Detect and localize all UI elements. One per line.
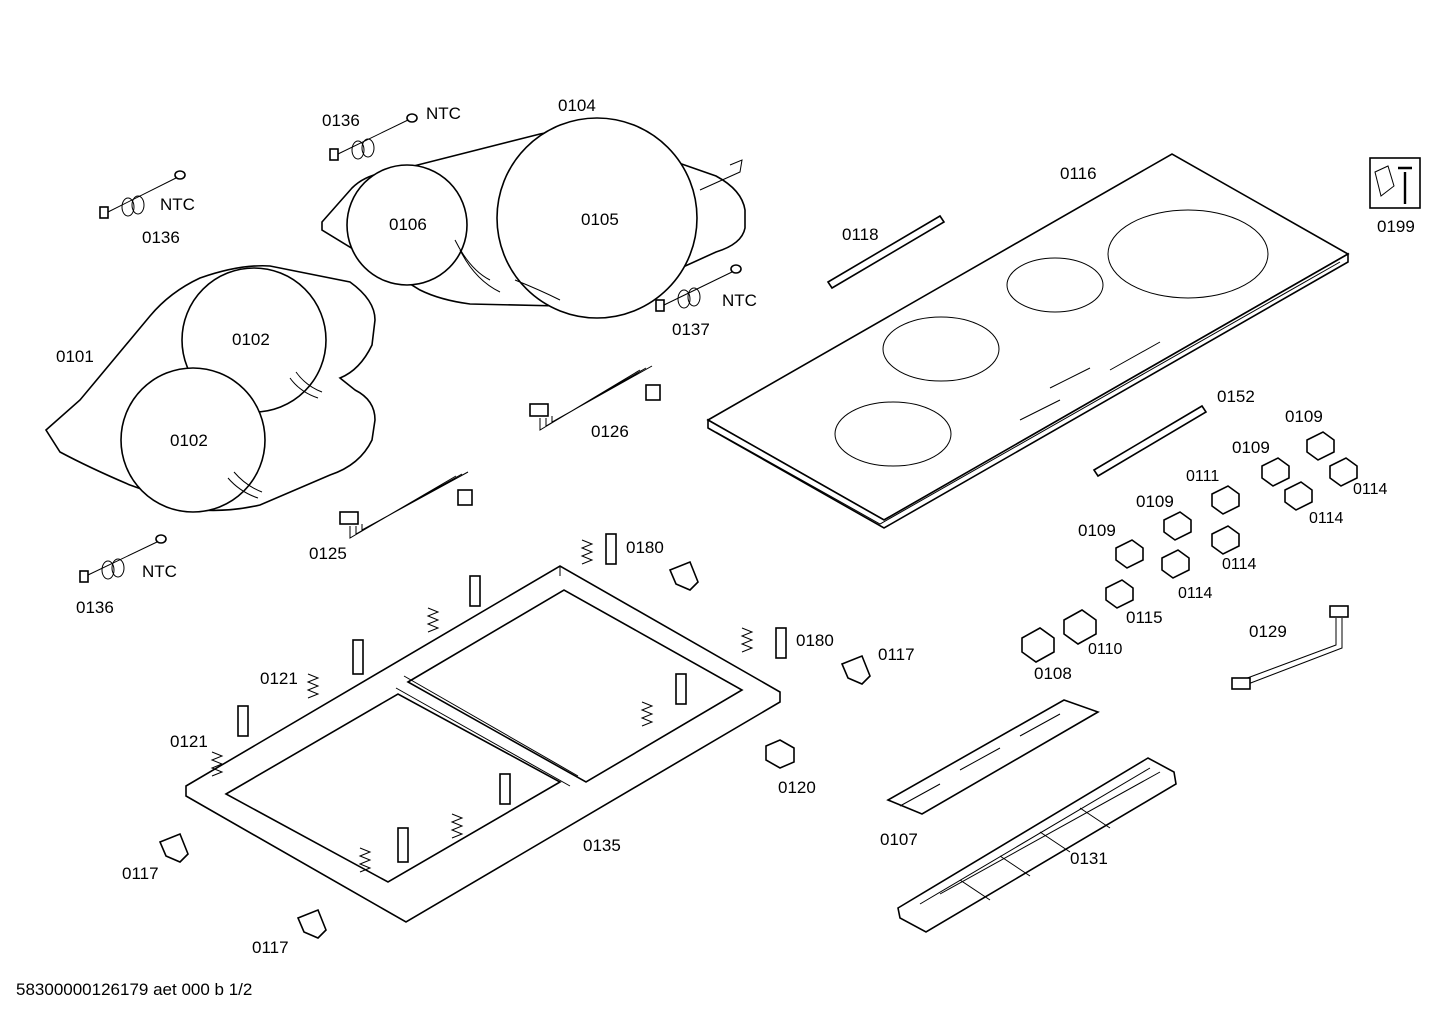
label-0136-left-top: 0136 xyxy=(142,228,180,247)
label-0109-a: 0109 xyxy=(1285,407,1323,426)
label-0121-lower: 0121 xyxy=(170,732,208,751)
label-0199: 0199 xyxy=(1377,217,1415,236)
label-0117-right: 0117 xyxy=(878,645,915,664)
document-reference: 58300000126179 aet 000 b 1/2 xyxy=(16,980,253,999)
knob-group xyxy=(1021,431,1358,663)
label-0115: 0115 xyxy=(1126,608,1163,627)
label-0180-upper: 0180 xyxy=(626,538,664,557)
label-0110: 0110 xyxy=(1088,641,1123,658)
label-0106: 0106 xyxy=(389,215,427,234)
label-0131: 0131 xyxy=(1070,849,1108,868)
ntc-sensor-left-top xyxy=(99,170,186,219)
ntc-sensor-left-bottom xyxy=(79,534,167,583)
label-0180-lower: 0180 xyxy=(796,631,834,650)
label-0111: 0111 xyxy=(1186,468,1219,485)
label-0135: 0135 xyxy=(583,836,621,855)
label-0137: 0137 xyxy=(672,320,710,339)
label-0117-left: 0117 xyxy=(122,864,159,883)
part-0107-pcb xyxy=(886,699,1100,815)
label-0125: 0125 xyxy=(309,544,347,563)
label-0136-left-bottom: 0136 xyxy=(76,598,114,617)
part-0129-harness xyxy=(1231,605,1349,690)
label-0109-d: 0109 xyxy=(1078,521,1116,540)
part-0116-glass-top xyxy=(706,153,1350,529)
part-0118-strip xyxy=(826,214,946,290)
label-0129: 0129 xyxy=(1249,622,1287,641)
wrench-icon xyxy=(1369,157,1421,209)
spring-pin-group xyxy=(210,533,787,873)
label-0121-upper: 0121 xyxy=(260,669,298,688)
part-0131-bracket xyxy=(897,757,1177,933)
clip-group-0117 xyxy=(158,560,871,939)
part-0152-strip xyxy=(1092,404,1208,478)
label-ntc-0137: NTC xyxy=(722,291,757,310)
ntc-sensor-top xyxy=(329,113,418,161)
part-0125-harness xyxy=(339,471,473,539)
label-0118: 0118 xyxy=(842,225,879,244)
part-0120 xyxy=(765,739,795,769)
ntc-sensor-0137 xyxy=(655,264,742,312)
label-0105: 0105 xyxy=(581,210,619,229)
label-0101: 0101 xyxy=(56,347,94,366)
label-0126: 0126 xyxy=(591,422,629,441)
label-0102-lower: 0102 xyxy=(170,431,208,450)
part-0101-plate xyxy=(44,264,376,513)
label-0114-b: 0114 xyxy=(1309,510,1344,527)
part-0126-harness xyxy=(529,365,661,431)
label-0114-d: 0114 xyxy=(1178,585,1213,602)
label-0109-c: 0109 xyxy=(1136,492,1174,511)
label-0107: 0107 xyxy=(880,830,918,849)
label-0136-top: 0136 xyxy=(322,111,360,130)
label-ntc-top: NTC xyxy=(426,104,461,123)
part-0104-plate xyxy=(321,117,746,319)
label-0117-bottom: 0117 xyxy=(252,938,289,957)
label-0114-a: 0114 xyxy=(1353,481,1388,498)
label-0114-c: 0114 xyxy=(1222,556,1257,573)
label-0108: 0108 xyxy=(1034,664,1072,683)
label-0104: 0104 xyxy=(558,96,596,115)
label-0152: 0152 xyxy=(1217,387,1255,406)
part-0135-frame xyxy=(185,565,781,923)
label-0116: 0116 xyxy=(1060,164,1097,183)
label-0120: 0120 xyxy=(778,778,816,797)
label-0109-b: 0109 xyxy=(1232,438,1270,457)
label-0102-upper: 0102 xyxy=(232,330,270,349)
label-ntc-left-top: NTC xyxy=(160,195,195,214)
label-ntc-left-bottom: NTC xyxy=(142,562,177,581)
